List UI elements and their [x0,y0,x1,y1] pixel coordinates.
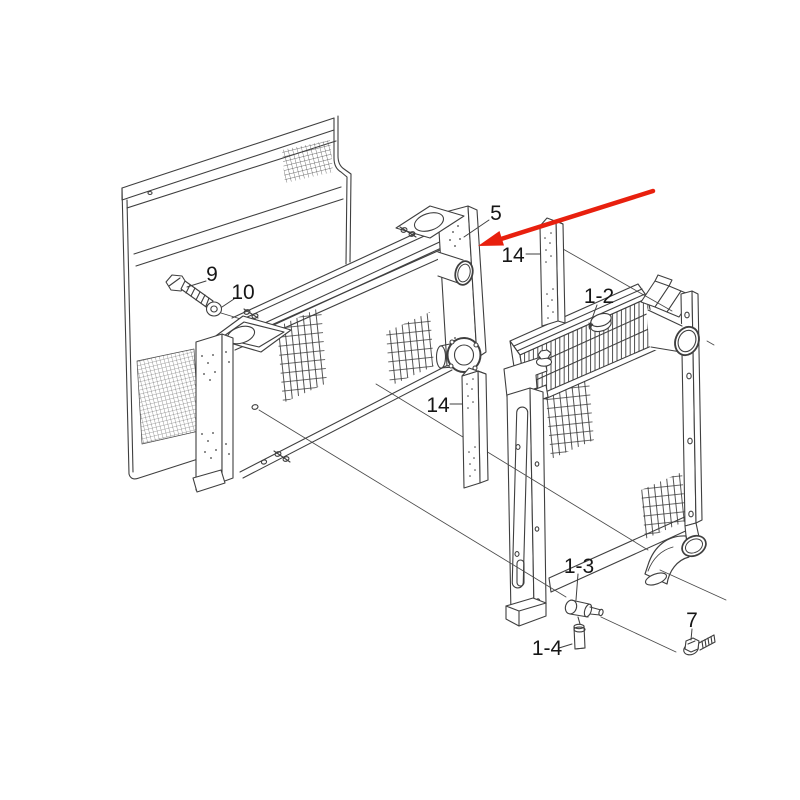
red-arrow-head [478,231,504,246]
left-tank-front [195,333,223,491]
bolt-9 [165,274,214,310]
panel-right-jog [333,117,348,265]
washer-hole [210,305,218,313]
panel-bottom-edge [128,458,199,480]
left-frame-foot [505,597,547,627]
callout-label-1-4: 1-4 [532,637,563,660]
red-pointer-arrow [478,188,656,246]
right-core-hatch-upper [546,379,594,459]
left-foot [192,469,226,493]
seal-strip-upper [539,217,566,327]
left-frame-front [506,387,535,616]
core-face [233,250,452,478]
left-tank-side [221,333,234,483]
leader-7 [690,628,693,641]
align-line-top [562,248,673,312]
leader-10 [221,298,235,308]
radiator-assembly-right [503,274,707,627]
left-tank-perforation-dots [201,351,230,459]
tank-top-ridges [513,288,646,352]
radiator-core-assembly-5 [192,205,487,493]
mounting-hole-2 [260,459,268,465]
panel-left-edge-inner [126,199,134,473]
frame-slot [511,406,529,589]
foot-facets [505,602,547,627]
callout-label-1-3: 1-3 [564,555,594,578]
screw-threads [701,634,716,649]
back-panel [121,115,352,480]
washer-10 [205,301,245,321]
strip-dots-upper [544,232,554,319]
outlet-pipe [646,308,700,357]
seal-strip-lower [461,367,489,489]
callout-label-9: 9 [206,263,218,286]
callout-label-14-upper: 14 [501,244,525,267]
outlet-stub-pipe [437,251,474,286]
mounting-screw-7 [683,634,716,656]
strip-dots-lower [466,378,476,477]
drain-tube [573,623,586,650]
flange-pipe [435,337,482,373]
drain-cock [564,599,604,625]
leader-5 [463,219,490,238]
callout-label-7: 7 [686,609,698,632]
flange-hole [147,190,153,196]
filler-cap [590,312,612,333]
mounting-hole [251,404,259,410]
alignment-lines [258,248,727,653]
leader-1-2-arrowhead [588,322,594,330]
hex-plug [535,349,553,367]
core-hatch-right [386,312,434,386]
elbow-hose [644,534,707,586]
leader-9 [186,280,207,288]
panel-mesh-grille [136,348,200,445]
panel-top-edge [121,117,335,189]
tank-step-top [654,274,673,287]
align-line-bottom [659,569,727,601]
bolt-head-facet [168,277,181,287]
leader-lines [186,219,693,649]
top-rail-bars [231,209,475,341]
drawing-root: 9 10 5 14 14 1-2 1-3 1-4 7 [121,115,727,660]
align-line-drain [600,616,677,653]
leader-1-4 [558,643,573,649]
left-frame-member [503,355,548,627]
bolt-threads [185,284,210,307]
frame-slot-inner [516,559,525,587]
panel-left-edge [121,187,130,475]
callout-label-14-lower: 14 [426,394,450,417]
bottom-tank-edges [548,514,691,593]
tank-front-fins [520,298,656,400]
panel-crosshatch-patch [282,140,333,183]
washer-outer [205,301,223,317]
align-line-lower [375,383,649,551]
panel-right-jog-inner [337,115,352,263]
clip-bolts [243,226,417,463]
callout-label-10: 10 [231,281,254,304]
panel-fold-lines [133,186,344,267]
right-side-plate-edge [467,205,487,359]
red-arrow-shaft [498,188,656,242]
callout-labels: 9 10 5 14 14 1-2 1-3 1-4 7 [206,202,698,660]
align-tick [706,340,715,346]
tank-opening-right [413,212,445,232]
right-core-hatch-lower [641,472,686,539]
callout-label-1-2: 1-2 [584,285,614,308]
align-line-mid [258,409,567,598]
top-bracket-inner [220,321,285,348]
leader-1-3 [575,573,579,601]
callout-label-5: 5 [490,202,502,225]
